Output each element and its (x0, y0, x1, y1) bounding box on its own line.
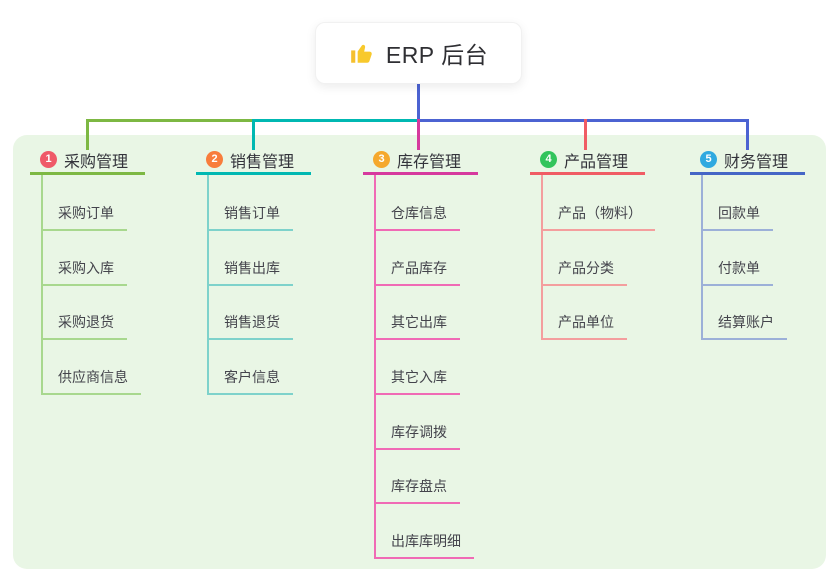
branch-title-finance[interactable]: 5 财务管理 (690, 147, 805, 175)
connector-segment-teal (252, 119, 419, 122)
branch-tree-line (541, 175, 543, 340)
branch-inventory: 3 库存管理 仓库信息 产品库存 其它出库 其它入库 库存调拨 库存盘点 出库库… (363, 147, 478, 559)
connector-drop-3 (417, 119, 420, 150)
branch-title-inventory[interactable]: 3 库存管理 (363, 147, 478, 175)
leaf-node[interactable]: 仓库信息 (374, 204, 460, 231)
thumbs-up-icon (349, 40, 375, 66)
branch-tree-line (701, 175, 703, 340)
badge-2: 2 (206, 151, 223, 168)
leaf-node[interactable]: 库存调拨 (374, 423, 460, 450)
badge-1: 1 (40, 151, 57, 168)
leaf-node[interactable]: 产品分类 (541, 259, 627, 286)
leaf-node[interactable]: 出库库明细 (374, 532, 474, 559)
leaf-node[interactable]: 销售出库 (207, 259, 293, 286)
branch-sales: 2 销售管理 销售订单 销售出库 销售退货 客户信息 (196, 147, 311, 395)
branches-panel (13, 135, 826, 569)
branch-title-sales[interactable]: 2 销售管理 (196, 147, 311, 175)
branch-title-product[interactable]: 4 产品管理 (530, 147, 645, 175)
branch-tree-line (374, 175, 376, 559)
connector-segment-green (86, 119, 255, 122)
leaf-node[interactable]: 采购退货 (41, 313, 127, 340)
leaf-node[interactable]: 库存盘点 (374, 477, 460, 504)
leaf-node[interactable]: 付款单 (701, 259, 773, 286)
badge-4: 4 (540, 151, 557, 168)
leaf-node[interactable]: 采购入库 (41, 259, 127, 286)
leaf-node[interactable]: 其它入库 (374, 368, 460, 395)
leaf-node[interactable]: 回款单 (701, 204, 773, 231)
branch-label: 采购管理 (64, 153, 129, 171)
branch-purchase: 1 采购管理 采购订单 采购入库 采购退货 供应商信息 (30, 147, 145, 395)
branch-label: 库存管理 (397, 153, 462, 171)
branch-title-purchase[interactable]: 1 采购管理 (30, 147, 145, 175)
leaf-node[interactable]: 结算账户 (701, 313, 787, 340)
branch-label: 财务管理 (724, 153, 789, 171)
leaf-node[interactable]: 客户信息 (207, 368, 293, 395)
branch-finance: 5 财务管理 回款单 付款单 结算账户 (690, 147, 805, 340)
connector-segment-blue (417, 119, 749, 122)
branch-product: 4 产品管理 产品（物料） 产品分类 产品单位 (530, 147, 655, 340)
leaf-node[interactable]: 产品（物料） (541, 204, 655, 231)
branch-label: 销售管理 (230, 153, 295, 171)
connector-drop-4 (584, 119, 587, 150)
connector-trunk (417, 83, 420, 121)
badge-3: 3 (373, 151, 390, 168)
leaf-node[interactable]: 产品库存 (374, 259, 460, 286)
branch-label: 产品管理 (564, 153, 629, 171)
leaf-node[interactable]: 销售订单 (207, 204, 293, 231)
leaf-node[interactable]: 销售退货 (207, 313, 293, 340)
connector-drop-1 (86, 119, 89, 150)
leaf-node[interactable]: 产品单位 (541, 313, 627, 340)
leaf-node[interactable]: 其它出库 (374, 313, 460, 340)
connector-drop-2 (252, 119, 255, 150)
leaf-node[interactable]: 供应商信息 (41, 368, 141, 395)
leaf-node[interactable]: 采购订单 (41, 204, 127, 231)
root-title: ERP 后台 (385, 42, 489, 68)
root-node[interactable]: ERP 后台 (315, 22, 522, 84)
badge-5: 5 (700, 151, 717, 168)
connector-drop-5 (746, 119, 749, 150)
